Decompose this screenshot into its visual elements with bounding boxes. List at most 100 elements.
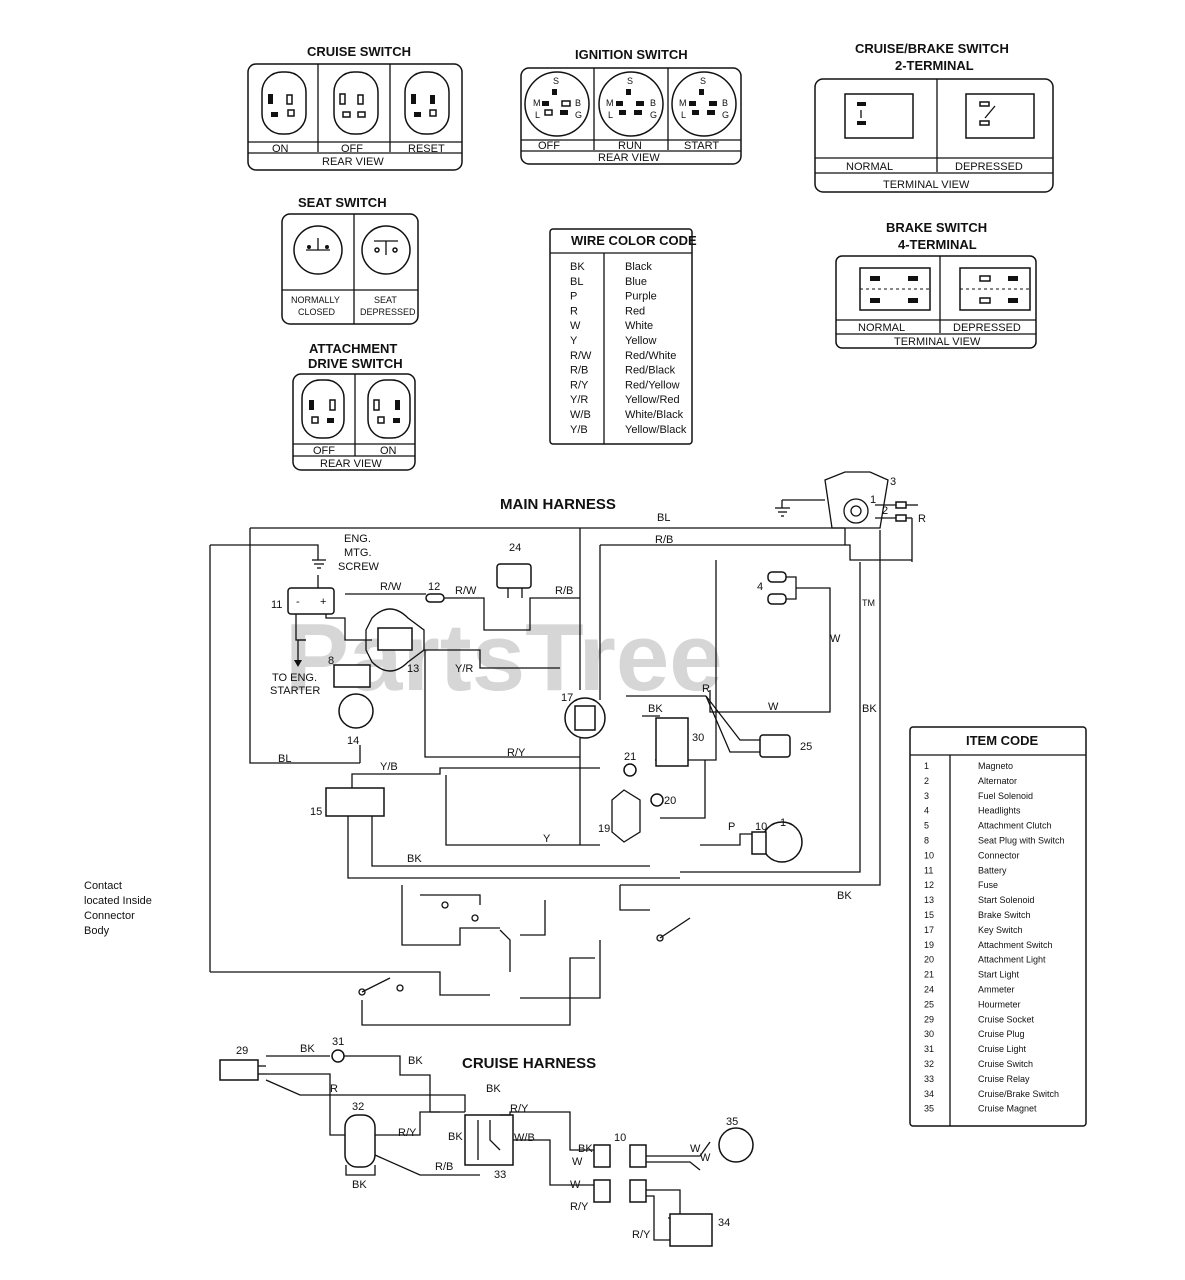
svg-text:R: R	[918, 513, 926, 525]
item-name: Attachment Switch	[978, 940, 1053, 950]
svg-text:W: W	[768, 701, 779, 713]
contact-note-4: Body	[84, 925, 110, 937]
svg-text:M: M	[679, 98, 687, 108]
svg-text:14: 14	[347, 735, 359, 747]
ignition-switch-label-off: OFF	[538, 140, 560, 152]
wire-code: R/B	[570, 365, 588, 377]
attachment-switch-label-on: ON	[380, 445, 397, 457]
svg-text:ENG.: ENG.	[344, 533, 371, 545]
svg-text:L: L	[681, 110, 686, 120]
cruise-brake-normal-body	[844, 93, 914, 139]
cruise-connector-b	[629, 1144, 647, 1168]
svg-text:BK: BK	[862, 703, 877, 715]
ignition-switch-view: REAR VIEW	[598, 152, 660, 164]
wire-color-name: White	[625, 320, 653, 332]
svg-text:BK: BK	[408, 1055, 423, 1067]
brake-switch	[325, 787, 385, 817]
attachment-light	[650, 793, 664, 807]
seat-switch-panel: SEAT SWITCH NORMALLY CLOSED SEAT DEPRESS…	[281, 195, 419, 325]
svg-text:R/B: R/B	[555, 585, 573, 597]
item-number: 29	[924, 1014, 934, 1024]
seat-plug	[333, 664, 371, 688]
item-number: 8	[924, 836, 929, 846]
svg-text:R/W: R/W	[380, 581, 402, 593]
svg-text:BK: BK	[352, 1179, 367, 1191]
svg-text:W: W	[700, 1152, 711, 1164]
brake-switch-title-1: BRAKE SWITCH	[886, 220, 987, 235]
connector	[751, 831, 767, 855]
item-name: Key Switch	[978, 925, 1023, 935]
wire-color-name: Blue	[625, 276, 647, 288]
attachment-switch-off-body	[301, 379, 345, 439]
cruise-brake-label-depressed: DEPRESSED	[955, 161, 1023, 173]
svg-text:P: P	[728, 821, 735, 833]
svg-text:BL: BL	[657, 512, 670, 524]
wire-color-name: Yellow/Red	[625, 394, 680, 406]
wire-code: BL	[570, 276, 583, 288]
svg-text:STARTER: STARTER	[270, 685, 320, 697]
wire-code: Y/B	[570, 424, 588, 436]
ignition-switch-off-body	[524, 71, 590, 137]
svg-text:21: 21	[624, 751, 636, 763]
cruise-switch-label-reset: RESET	[408, 143, 445, 155]
cruise-magnet	[718, 1127, 754, 1163]
svg-text:R/B: R/B	[655, 534, 673, 546]
item-name: Hourmeter	[978, 999, 1021, 1009]
svg-text:11: 11	[271, 599, 282, 611]
cruise-brake-switch-panel: CRUISE/BRAKE SWITCH 2-TERMINAL NORMAL DE…	[814, 41, 1054, 193]
item-name: Cruise Light	[978, 1044, 1027, 1054]
cruise-brake-view: TERMINAL VIEW	[883, 179, 970, 191]
svg-text:L: L	[608, 110, 613, 120]
cruise-switch-off-body	[333, 71, 379, 135]
main-harness-title: MAIN HARNESS	[500, 496, 616, 513]
svg-text:W/B: W/B	[514, 1132, 535, 1144]
item-number: 3	[924, 791, 929, 801]
item-name: Battery	[978, 865, 1007, 875]
attachment-switch-view: REAR VIEW	[320, 458, 382, 470]
cruise-switch-title: CRUISE SWITCH	[307, 44, 411, 59]
wire-color-code-frame	[549, 228, 693, 445]
wire-code: Y/R	[570, 394, 588, 406]
wire-color-name: White/Black	[625, 409, 684, 421]
brake-switch-label-depressed: DEPRESSED	[953, 322, 1021, 334]
svg-text:TO ENG.: TO ENG.	[272, 672, 317, 684]
svg-text:13: 13	[407, 663, 419, 675]
svg-text:1: 1	[870, 494, 876, 506]
svg-text:Y/B: Y/B	[380, 761, 398, 773]
seat-switch-title: SEAT SWITCH	[298, 195, 387, 210]
wire-code: P	[570, 291, 577, 303]
item-code-title: ITEM CODE	[966, 733, 1039, 748]
svg-text:34: 34	[718, 1217, 730, 1229]
item-name: Ammeter	[978, 985, 1015, 995]
engine-magneto	[824, 471, 889, 529]
item-number: 31	[924, 1044, 934, 1054]
svg-text:R/Y: R/Y	[507, 747, 526, 759]
fuse	[425, 593, 445, 603]
wire-code: R	[570, 305, 578, 317]
svg-text:S: S	[627, 76, 633, 86]
svg-text:15: 15	[310, 806, 322, 818]
item-number: 1	[924, 761, 929, 771]
seat-switch-label-depressed: DEPRESSED	[360, 307, 416, 317]
item-number: 15	[924, 910, 934, 920]
item-number: 32	[924, 1059, 934, 1069]
svg-text:29: 29	[236, 1045, 248, 1057]
svg-text:B: B	[575, 98, 581, 108]
cruise-switch-on-body	[261, 71, 307, 135]
cruise-brake-depressed-body	[965, 93, 1035, 139]
svg-text:G: G	[575, 110, 582, 120]
ignition-switch-title: IGNITION SWITCH	[575, 47, 688, 62]
svg-text:35: 35	[726, 1116, 738, 1128]
svg-text:19: 19	[598, 823, 610, 835]
hourmeter	[759, 734, 791, 758]
svg-text:B: B	[722, 98, 728, 108]
item-name: Seat Plug with Switch	[978, 836, 1065, 846]
item-code-frame	[909, 726, 1087, 1127]
svg-text:32: 32	[352, 1101, 364, 1113]
wire-code: W/B	[570, 409, 591, 421]
svg-text:MTG.: MTG.	[344, 547, 372, 559]
item-number: 2	[924, 776, 929, 786]
cruise-harness-title: CRUISE HARNESS	[462, 1055, 596, 1072]
cruise-relay	[464, 1114, 514, 1166]
